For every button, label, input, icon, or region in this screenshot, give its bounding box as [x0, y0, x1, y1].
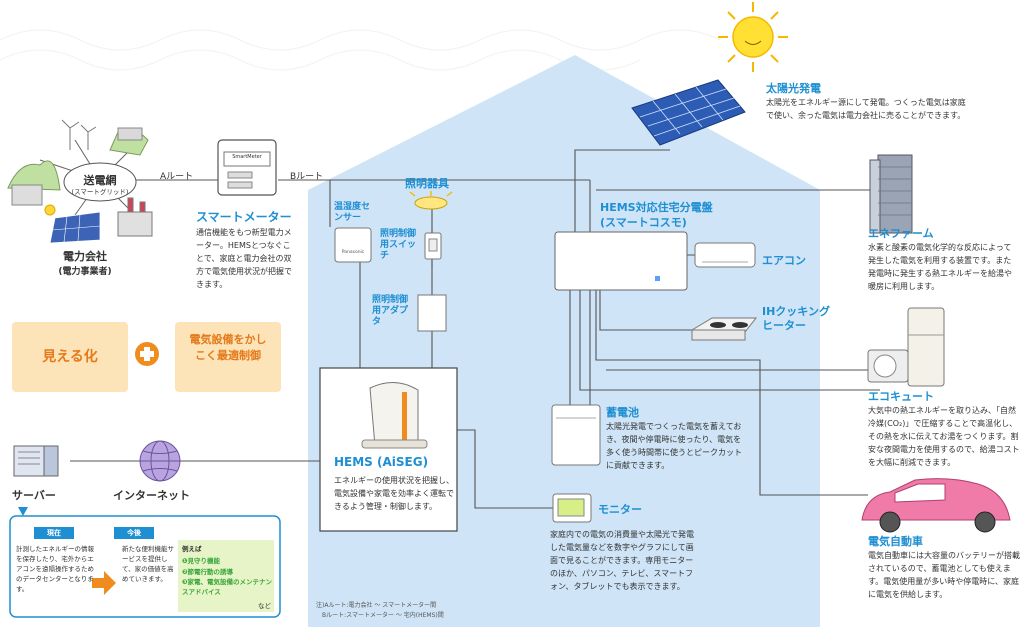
examples-tail: など: [258, 602, 271, 610]
solar-desc: 太陽光をエネルギー源にして発電。つくった電気は家庭で使い、余った電気は電力会社に…: [766, 98, 966, 120]
now-tag: 現在: [34, 527, 74, 539]
monitor-title: モニター: [598, 503, 642, 516]
visible-box: 見える化: [12, 322, 128, 392]
hems-device: [361, 382, 428, 449]
sensor-device-text: Panasonic: [341, 250, 365, 255]
panel-title: HEMS対応住宅分電盤: [600, 201, 713, 214]
ceiling-light: [409, 191, 453, 210]
sensor-label: 温湿度センサー: [334, 202, 371, 223]
aircon-unit: [694, 242, 756, 268]
ecocute-desc: 大気中の熱エネルギーを取り込み、「自然冷媒(CO₂)」で圧縮することで高温化し、…: [868, 406, 1020, 467]
grid-illustration: [7, 119, 153, 244]
aircon-label: エアコン: [762, 254, 806, 267]
ecocute-unit: [867, 307, 945, 387]
enefarm-building: [869, 154, 913, 234]
ev-title: 電気自動車: [868, 535, 923, 548]
company-sublabel: (電力事業者): [58, 267, 112, 277]
ecocute-title: エコキュート: [868, 390, 934, 403]
panel-subtitle: (スマートコスモ): [600, 216, 687, 229]
future-desc: 新たな便利機能サービスを提供して、家の価値を高めていきます。: [122, 545, 174, 583]
route-note-2: Bルート:スマートメーター 〜 宅内(HEMS)間: [322, 612, 444, 619]
enefarm-title: エネファーム: [868, 227, 934, 240]
storage-battery-device: [551, 404, 601, 466]
hems-title: HEMS (AiSEG): [334, 455, 429, 469]
server-label: サーバー: [12, 489, 56, 502]
light-switch-label: 照明制御用スイッチ: [380, 229, 417, 261]
lighting-title: 照明器具: [405, 177, 449, 190]
example-item-2: ❷節電行動の誘導: [182, 568, 234, 576]
solar-title: 太陽光発電: [766, 82, 821, 95]
monitor-desc: 家庭内での電気の消費量や太陽光で発電した電気量などを数字やグラフにして画面で見る…: [550, 530, 694, 591]
smart-meter-desc: 通信機能をもつ新型電力メーター。HEMSとつなぐことで、家庭と電力会社の双方で電…: [196, 228, 292, 289]
electric-car: [861, 478, 1011, 533]
plus-icon: [135, 342, 159, 366]
ih-cooker: [690, 317, 758, 341]
grid-label: 送電網: [83, 174, 117, 187]
arrow-right-icon: [92, 571, 116, 595]
meter-device-label: SmartMeter: [232, 154, 262, 160]
storage-title: 蓄電池: [606, 406, 639, 419]
example-item-3: ❸家電、電気設備のメンテナンスアドバイス: [182, 578, 273, 596]
future-tag: 今後: [114, 527, 154, 539]
panel-board: [554, 231, 688, 291]
storage-desc: 太陽光発電でつくった電気を蓄えておき、夜間や停電時に使ったり、電気を多く使う時間…: [606, 422, 742, 470]
adapter-device: [417, 294, 447, 332]
solar-panel-illustration: [631, 79, 746, 146]
info-pointer: [18, 507, 28, 516]
grid-sublabel: (スマートグリッド): [71, 188, 129, 196]
ev-desc: 電気自動車には大容量のバッテリーが搭載されているので、蓄電池としても使えます。電…: [868, 551, 1020, 599]
globe-icon: [139, 440, 181, 482]
ih-label: IHクッキングヒーター: [762, 305, 830, 332]
enefarm-desc: 水素と酸素の電気化学的な反応によって発生した電気を利用する装置です。また発電時に…: [868, 243, 1012, 291]
light-switch-device: [424, 232, 442, 260]
background-pattern: [0, 29, 721, 71]
example-item-1: ❶見守り機能: [182, 557, 221, 565]
internet-label: インターネット: [113, 489, 190, 502]
route-b-label: Bルート: [290, 172, 324, 182]
server-icon: [13, 445, 59, 477]
smart-meter-device: [217, 139, 277, 196]
control-box: 電気設備をかしこく最適制御: [175, 322, 281, 392]
examples-head: 例えば: [182, 545, 202, 553]
company-name: 電力会社: [63, 250, 107, 263]
adapter-label: 照明制御用アダプタ: [372, 295, 409, 327]
monitor-device: [552, 493, 592, 523]
examples-box: [178, 540, 274, 612]
now-desc: 計測したエネルギーの情報を保存したり、宅外からエアコンを遠隔操作するためのデータ…: [16, 545, 94, 593]
route-note-1: 注)Aルート:電力会社 〜 スマートメーター間: [316, 602, 437, 609]
sensor-device: [334, 227, 372, 263]
smart-meter-title: スマートメーター: [196, 210, 292, 224]
sun-icon: [718, 2, 788, 72]
hems-desc: エネルギーの使用状況を把握し、電気設備や家電を効率よく運転できるよう管理・制御し…: [334, 476, 454, 511]
route-a-label: Aルート: [160, 172, 194, 182]
